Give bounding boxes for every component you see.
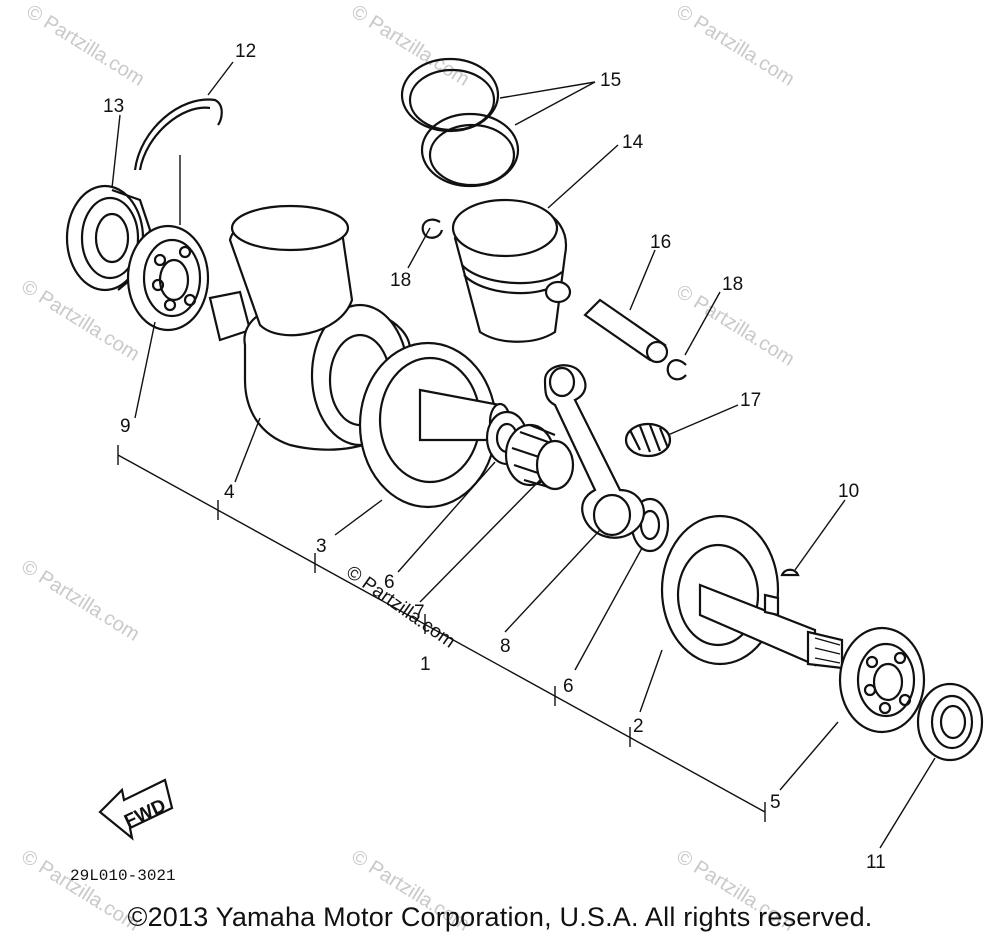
assembly-bracket <box>117 445 766 822</box>
copyright-notice: ©2013 Yamaha Motor Corporation, U.S.A. A… <box>127 902 873 932</box>
callout-16: 16 <box>650 232 671 253</box>
callout-6: 6 <box>384 572 395 593</box>
callout-14: 14 <box>622 132 644 153</box>
bearing-right <box>838 626 926 734</box>
center-watermark: © Partzilla.com <box>342 562 459 653</box>
callout-8: 8 <box>500 636 511 657</box>
diagram-code: 29L010-3021 <box>70 867 176 885</box>
callout-18: 18 <box>390 270 411 291</box>
circlip-18a <box>421 218 444 239</box>
crank-wheel-3 <box>358 341 512 509</box>
callout-17: 17 <box>740 390 761 411</box>
callout-9: 9 <box>120 416 131 437</box>
callout-1: 1 <box>420 654 431 675</box>
piston-14 <box>451 198 572 343</box>
oil-seal-right <box>916 682 984 762</box>
callout-15: 15 <box>600 70 621 91</box>
watermark: © Partzilla.com <box>22 1 148 91</box>
watermark: © Partzilla.com <box>347 1 473 91</box>
piston-pin-16 <box>583 298 669 364</box>
callout-18: 18 <box>722 274 743 295</box>
watermark: © Partzilla.com <box>17 556 143 646</box>
callout-5: 5 <box>770 792 781 813</box>
callout-2: 2 <box>633 716 644 737</box>
callout-4: 4 <box>224 482 235 503</box>
callout-10: 10 <box>838 481 859 502</box>
leader-lines <box>111 61 936 849</box>
watermark: © Partzilla.com <box>672 1 798 91</box>
callout-7: 7 <box>414 602 425 623</box>
connecting-rod-8 <box>543 364 646 539</box>
callout-6: 6 <box>563 676 574 697</box>
callout-13: 13 <box>103 96 124 117</box>
callout-11: 11 <box>866 852 886 873</box>
woodruff-key-10 <box>780 568 800 577</box>
needle-bearing-7 <box>504 423 575 491</box>
callout-12: 12 <box>235 41 256 62</box>
needle-bearing-17 <box>624 422 672 458</box>
fwd-arrow: FWD <box>98 778 174 841</box>
counterweight-body <box>228 204 354 337</box>
callout-3: 3 <box>316 536 327 557</box>
callouts: 12 13 15 14 16 18 18 17 10 9 4 3 6 7 1 8… <box>103 41 886 873</box>
bearing-left <box>126 224 210 332</box>
crank-half-right <box>660 514 844 670</box>
circlip-18b <box>666 359 687 381</box>
circlip-12 <box>133 98 223 171</box>
piston-rings-15 <box>400 57 520 188</box>
oil-seal-left <box>65 184 152 292</box>
watermark: © Partzilla.com <box>17 276 143 366</box>
